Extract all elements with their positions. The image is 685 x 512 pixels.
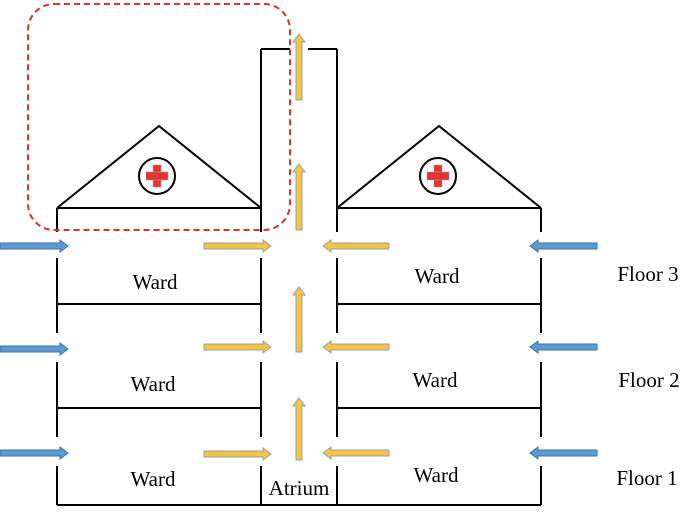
ward-label-right-floor2: Ward <box>413 368 458 392</box>
blue-arrow-icon <box>529 340 598 354</box>
blue-arrow-icon <box>0 446 69 460</box>
yellow-arrow-icon <box>203 340 272 354</box>
yellow-arrow-icon-up <box>292 286 306 353</box>
left-hospital-symbol <box>138 157 176 195</box>
blue-arrow-icon <box>0 342 69 356</box>
left-cross-horizontal <box>145 171 169 181</box>
yellow-arrow-icon <box>203 447 272 461</box>
blue-arrow-icon <box>0 239 69 253</box>
blue-arrow-icon <box>529 239 598 253</box>
yellow-arrow-icon <box>203 239 272 253</box>
ward-label-left-floor2: Ward <box>131 372 176 396</box>
floor1-label: Floor 1 <box>616 466 677 490</box>
blue-arrow-icon <box>529 446 598 460</box>
outside-air-arrows <box>0 239 598 460</box>
ward-label-right-floor1: Ward <box>414 463 459 487</box>
yellow-arrow-icon <box>322 340 390 354</box>
text-labels: Ward Ward Ward Ward Ward Ward Atrium Flo… <box>131 262 680 500</box>
yellow-arrow-icon-up <box>292 163 306 231</box>
yellow-arrow-icon-up <box>292 33 306 101</box>
internal-air-arrows <box>203 33 390 461</box>
ward-label-left-floor1: Ward <box>131 467 176 491</box>
right-roof <box>336 124 542 209</box>
right-hospital-symbol <box>419 157 457 195</box>
yellow-arrow-icon <box>322 446 390 460</box>
building-structure <box>56 48 542 506</box>
yellow-arrow-icon <box>322 239 390 253</box>
left-roof <box>56 124 262 209</box>
atrium-label: Atrium <box>269 476 330 500</box>
floor3-label: Floor 3 <box>617 262 678 286</box>
highlight-box <box>27 3 291 231</box>
right-cross-horizontal <box>426 171 450 181</box>
ward-label-left-floor3: Ward <box>133 270 178 294</box>
floor2-label: Floor 2 <box>618 368 679 392</box>
ward-label-right-floor3: Ward <box>415 264 460 288</box>
yellow-arrow-icon-up <box>292 397 306 461</box>
